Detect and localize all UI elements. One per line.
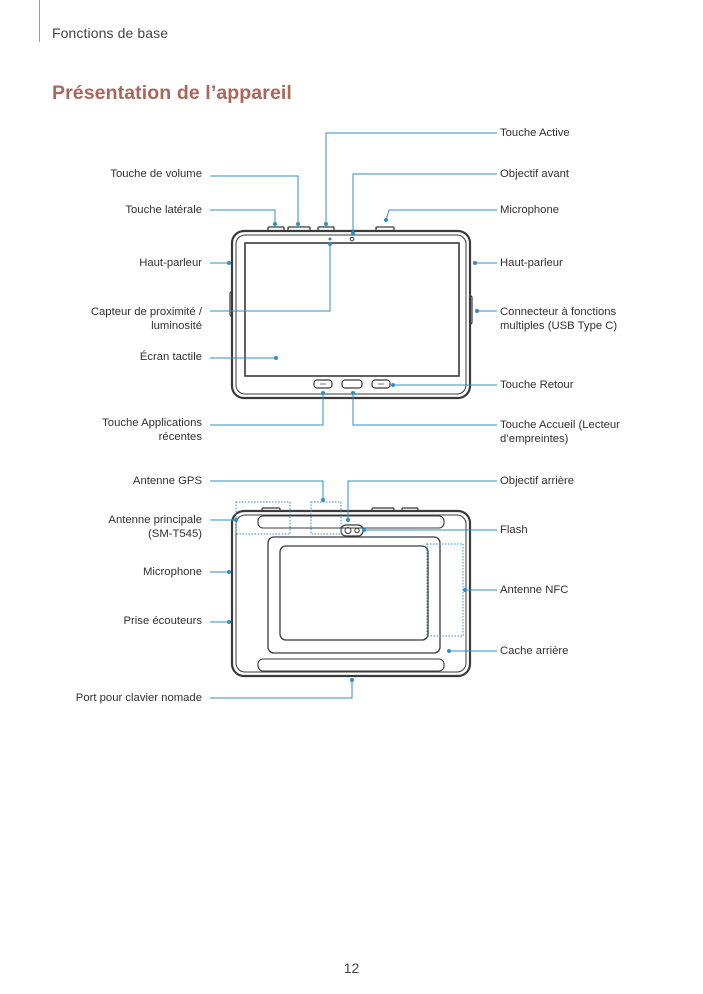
- page-title: Présentation de l’appareil: [52, 82, 292, 104]
- label-accueil-line1: Touche Accueil (Lecteur: [500, 419, 620, 431]
- label-touche-volume: Touche de volume: [110, 168, 202, 180]
- label-antenne-principale-line2: (SM-T545): [148, 528, 202, 540]
- label-ecran-tactile: Écran tactile: [139, 351, 202, 363]
- label-touche-retour: Touche Retour: [500, 379, 574, 391]
- label-capteur-line1: Capteur de proximité /: [90, 306, 202, 318]
- label-antenne-principale: Antenne principale (SM-T545): [108, 513, 202, 541]
- label-touche-apps: Touche Applications récentes: [102, 416, 202, 444]
- label-capteur-line2: luminosité: [151, 320, 202, 332]
- label-touche-laterale: Touche latérale: [125, 204, 202, 216]
- tablet-front: [229, 226, 473, 400]
- label-apps-line1: Touche Applications: [102, 417, 202, 429]
- label-apps-line2: récentes: [158, 431, 202, 443]
- label-objectif-avant: Objectif avant: [500, 168, 570, 180]
- label-accueil-line2: d’empreintes): [500, 433, 569, 445]
- label-connecteur-line2: multiples (USB Type C): [500, 320, 618, 332]
- label-flash: Flash: [500, 524, 528, 536]
- label-antenne-principale-line1: Antenne principale: [108, 514, 202, 526]
- label-antenne-gps: Antenne GPS: [132, 475, 202, 487]
- label-prise-ecouteurs: Prise écouteurs: [123, 615, 203, 627]
- back-leader-lines: [210, 480, 497, 699]
- label-haut-parleur-left: Haut-parleur: [139, 257, 202, 269]
- front-leader-lines: [210, 132, 497, 426]
- header-rule: [39, 0, 40, 42]
- page-number: 12: [343, 960, 360, 976]
- label-port-clavier: Port pour clavier nomade: [75, 692, 202, 704]
- label-capteur: Capteur de proximité / luminosité: [91, 305, 202, 333]
- label-cache-arriere: Cache arrière: [500, 645, 569, 657]
- label-haut-parleur-right: Haut-parleur: [500, 257, 563, 269]
- tablet-back: [230, 507, 472, 678]
- label-connecteur-line1: Connecteur à fonctions: [500, 306, 617, 318]
- label-microphone-front: Microphone: [500, 204, 560, 216]
- label-connecteur: Connecteur à fonctions multiples (USB Ty…: [500, 305, 617, 333]
- back-leader-dots: [227, 498, 467, 682]
- label-antenne-nfc: Antenne NFC: [500, 584, 569, 596]
- label-touche-active: Touche Active: [500, 127, 570, 139]
- front-leader-dots: [227, 218, 479, 395]
- label-touche-accueil: Touche Accueil (Lecteur d’empreintes): [500, 418, 620, 446]
- label-microphone-back: Microphone: [142, 566, 202, 578]
- section-header: Fonctions de base: [52, 25, 169, 41]
- label-objectif-arriere: Objectif arrière: [500, 475, 575, 487]
